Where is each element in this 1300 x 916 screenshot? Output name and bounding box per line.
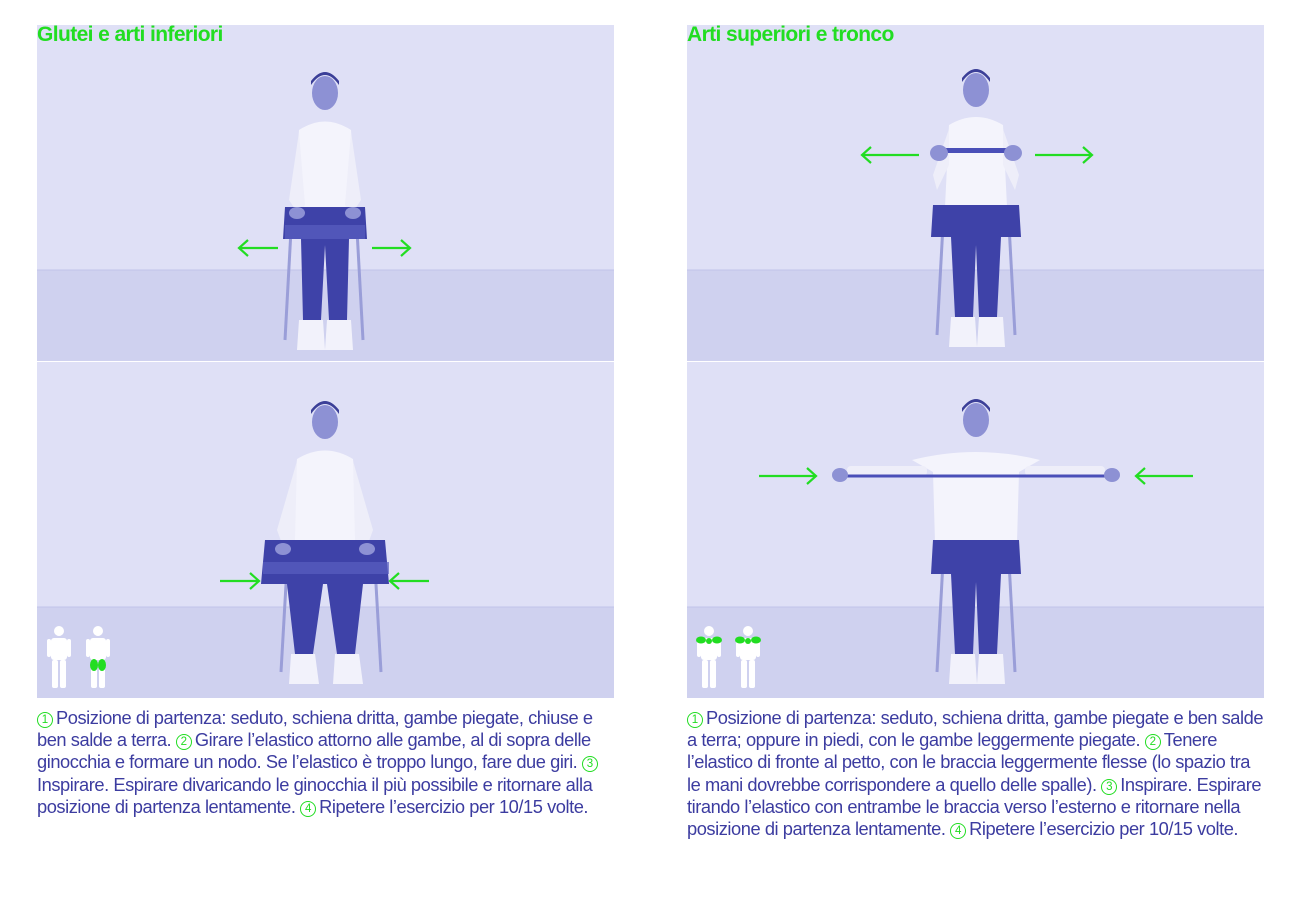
step-text: Inspirare. Espirare divaricando le ginoc… [37,773,593,817]
step-text: Tenere l’elastico di fronte al petto, co… [687,729,1250,795]
body-diagram-icon [86,626,110,688]
arrow-icon [237,239,278,257]
body-diagram-icon [735,626,761,688]
exercise-title: Glutei e arti inferiori [37,23,223,46]
exercise-photo-end [687,362,1264,698]
step-text: Posizione di partenza: seduto, schiena d… [37,707,593,751]
seated-person [261,401,389,684]
exercise-title: Arti superiori e tronco [687,23,894,46]
exercise-photo-end [37,362,614,698]
step-text: Posizione di partenza: seduto, schiena d… [687,707,1264,751]
step-number-badge: 3 [581,756,598,773]
arrow-icon [860,146,919,164]
exercise-photo-start [37,25,614,361]
step-number-badge: 3 [1101,778,1118,795]
seated-person [283,72,367,350]
body-diagram-icon [696,626,722,688]
step-number-badge: 1 [37,712,53,728]
step-number-badge: 2 [1144,734,1161,751]
arrow-icon [1134,467,1193,485]
step-number-badge: 4 [300,800,317,817]
arrow-icon [388,572,429,590]
arrow-icon [1035,146,1094,164]
arrow-icon [759,467,818,485]
step-number-badge: 2 [175,734,192,751]
body-diagram-icon [47,626,71,688]
arrow-icon [372,239,412,257]
step-text: Inspirare. Espirare tirando l’elastico c… [687,773,1262,840]
arrow-icon [220,572,261,590]
step-number-badge: 4 [950,823,967,840]
step-number-badge: 1 [687,712,703,728]
exercise-photo-start [687,25,1264,361]
seated-person [930,69,1022,347]
step-text: Ripetere l’esercizio per 10/15 volte. [319,795,589,817]
step-text: Girare l’elastico attorno alle gambe, al… [37,729,591,773]
step-text: Ripetere l’esercizio per 10/15 volte. [969,818,1239,840]
seated-person [832,399,1120,684]
